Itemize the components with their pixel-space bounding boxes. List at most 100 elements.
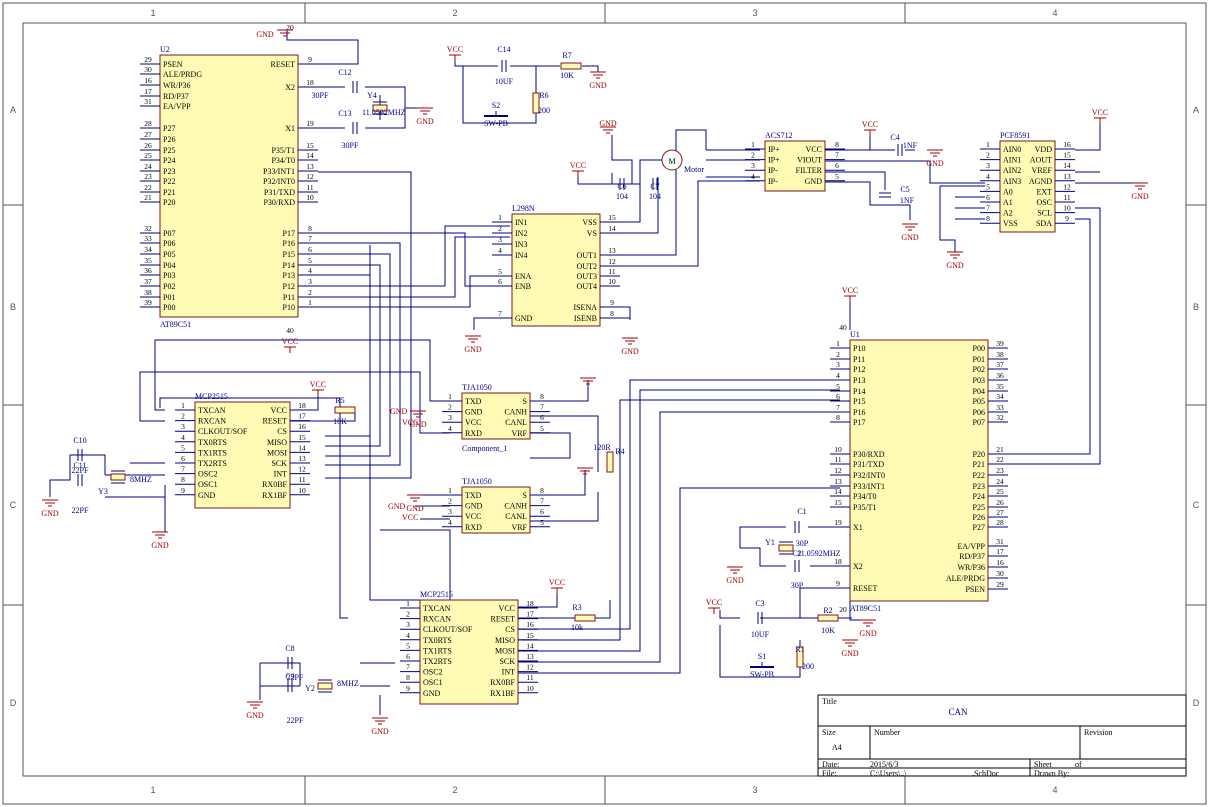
l298-pin-number: 1 — [498, 213, 502, 222]
u2-pin-name: P13 — [283, 271, 295, 280]
u1-part: AT89C51 — [850, 604, 881, 613]
zone-column-bottom: 3 — [752, 785, 757, 795]
mcp_top-pin-number: 10 — [298, 486, 306, 495]
u2-pin-number: 5 — [308, 256, 312, 265]
c7-value: 104 — [649, 192, 661, 201]
u1-pin-name: P02 — [973, 365, 985, 374]
u2-pin-number: 17 — [144, 87, 152, 96]
zone-row-left: B — [10, 302, 16, 312]
c4-value: 1NF — [903, 141, 918, 150]
pcf-pin-name: EXT — [1036, 187, 1052, 196]
vcc-label: VCC — [402, 418, 418, 427]
l298-pin-name: OUT2 — [577, 262, 597, 271]
u1-body — [849, 339, 989, 602]
u2-pin-number: 4 — [308, 266, 312, 275]
u1-pin-name: P22 — [973, 471, 985, 480]
u2-pin-number: 21 — [144, 193, 152, 202]
acs-pin-name: IP+ — [768, 145, 780, 154]
mcp_top-pin-number: 18 — [298, 401, 306, 410]
u2-pin-number: 10 — [306, 193, 314, 202]
vcc-symbol: VCC — [862, 120, 878, 136]
zone-row-right: D — [1193, 698, 1200, 708]
l298-pin-name: OUT1 — [577, 251, 597, 260]
acs-designator: ACS712 — [765, 131, 793, 140]
u1-pin-name: P21 — [973, 460, 985, 469]
mcp_bottom-pin-number: 10 — [526, 684, 534, 693]
acs-pin-name: GND — [805, 177, 823, 186]
r3-value: 10k — [571, 623, 583, 632]
gnd-symbol: GND — [841, 639, 859, 658]
u2-pin-number: 39 — [144, 298, 152, 307]
c7-designator: C7 — [650, 182, 659, 191]
c1-designator: C1 — [797, 507, 806, 516]
mcp_bottom-pin-number: 15 — [526, 631, 534, 640]
mcp_top-pin-number: 3 — [181, 422, 185, 431]
tja_bottom-pin-name: CANH — [504, 502, 527, 511]
mcp_top-pin-name: MISO — [267, 438, 287, 447]
mcp_bottom-pin-name: INT — [502, 668, 515, 677]
mcp_bottom-pin-name: VCC — [499, 604, 515, 613]
zone-column-top: 3 — [752, 8, 757, 18]
u1-pin-number: 17 — [996, 547, 1004, 556]
u1-pin-number: 13 — [834, 477, 842, 486]
mcp_top-pin-number: 17 — [298, 412, 306, 421]
l298-pin-name: IN2 — [515, 229, 527, 238]
mcp_bottom-pin-number: 18 — [526, 599, 534, 608]
u2-pin-number: 7 — [308, 234, 312, 243]
u1-pin-number: 26 — [996, 498, 1004, 507]
mcp_top-pin-name: OSC2 — [198, 470, 218, 479]
u2-pin-number: 19 — [306, 119, 314, 128]
tja_top-pin-name: VRF — [511, 429, 527, 438]
u1-pin-number: 38 — [996, 350, 1004, 359]
u2-pin-number: 30 — [144, 65, 152, 74]
acs-pin-number: 5 — [835, 172, 839, 181]
u1-pin-name: P03 — [973, 376, 985, 385]
tja_bottom-pin-name: CANL — [505, 512, 527, 521]
l298-pin-number: 9 — [610, 298, 614, 307]
gnd-symbol: GND — [859, 619, 877, 638]
u2-pin-number: 24 — [144, 162, 152, 171]
sheet-title: CAN — [948, 707, 968, 717]
tja_top-pin-number: 2 — [448, 403, 452, 412]
l298-pin-number: 13 — [608, 246, 616, 255]
u1-pin-number: 5 — [836, 382, 840, 391]
zone-column-top: 1 — [150, 8, 155, 18]
u2-pin-number: 36 — [144, 266, 152, 275]
y2-value: 8MHZ — [337, 679, 359, 688]
pcf-pin-number: 12 — [1063, 182, 1071, 191]
u1-pin-number: 9 — [836, 579, 840, 588]
mcp_bottom-pin-name: GND — [423, 689, 441, 698]
u2-pin-name: P23 — [163, 167, 175, 176]
pcf-pin-name: VSS — [1003, 219, 1018, 228]
u2-pin-name: P15 — [283, 250, 295, 259]
mcp_bottom-designator: MCP2515 — [420, 590, 453, 599]
pcf-pin-name: AIN0 — [1003, 145, 1021, 154]
u1-pin-number: 3 — [836, 360, 840, 369]
file-label: File: — [822, 769, 837, 778]
u2-pin-number: 32 — [144, 224, 152, 233]
pcf-pin-number: 13 — [1063, 172, 1071, 181]
tja_top-pin-name: CANL — [505, 418, 527, 427]
gnd-symbol: GND — [621, 337, 639, 356]
tja_bottom-pin-number: 8 — [540, 486, 544, 495]
u2-pin-number: 9 — [308, 55, 312, 64]
mcp_bottom-pin-number: 14 — [526, 641, 534, 650]
u1-pin-number: 18 — [834, 557, 842, 566]
u2-pin-name: PSEN — [163, 60, 183, 69]
u2-pin-number: 31 — [144, 97, 152, 106]
l298-pin-number: 15 — [608, 213, 616, 222]
u2-pin-name: WR/P36 — [163, 81, 191, 90]
u2-pin-name: P11 — [283, 293, 295, 302]
mcp_top-pin-name: RX1BF — [262, 491, 287, 500]
mcp_bottom-body — [419, 599, 519, 705]
l298-pin-number: 8 — [610, 309, 614, 318]
mcp_top-pin-number: 15 — [298, 433, 306, 442]
mcp_bottom-pin-number: 7 — [406, 663, 410, 672]
mcp_bottom-pin-number: 2 — [406, 610, 410, 619]
zone-column-bottom: 4 — [1052, 785, 1057, 795]
